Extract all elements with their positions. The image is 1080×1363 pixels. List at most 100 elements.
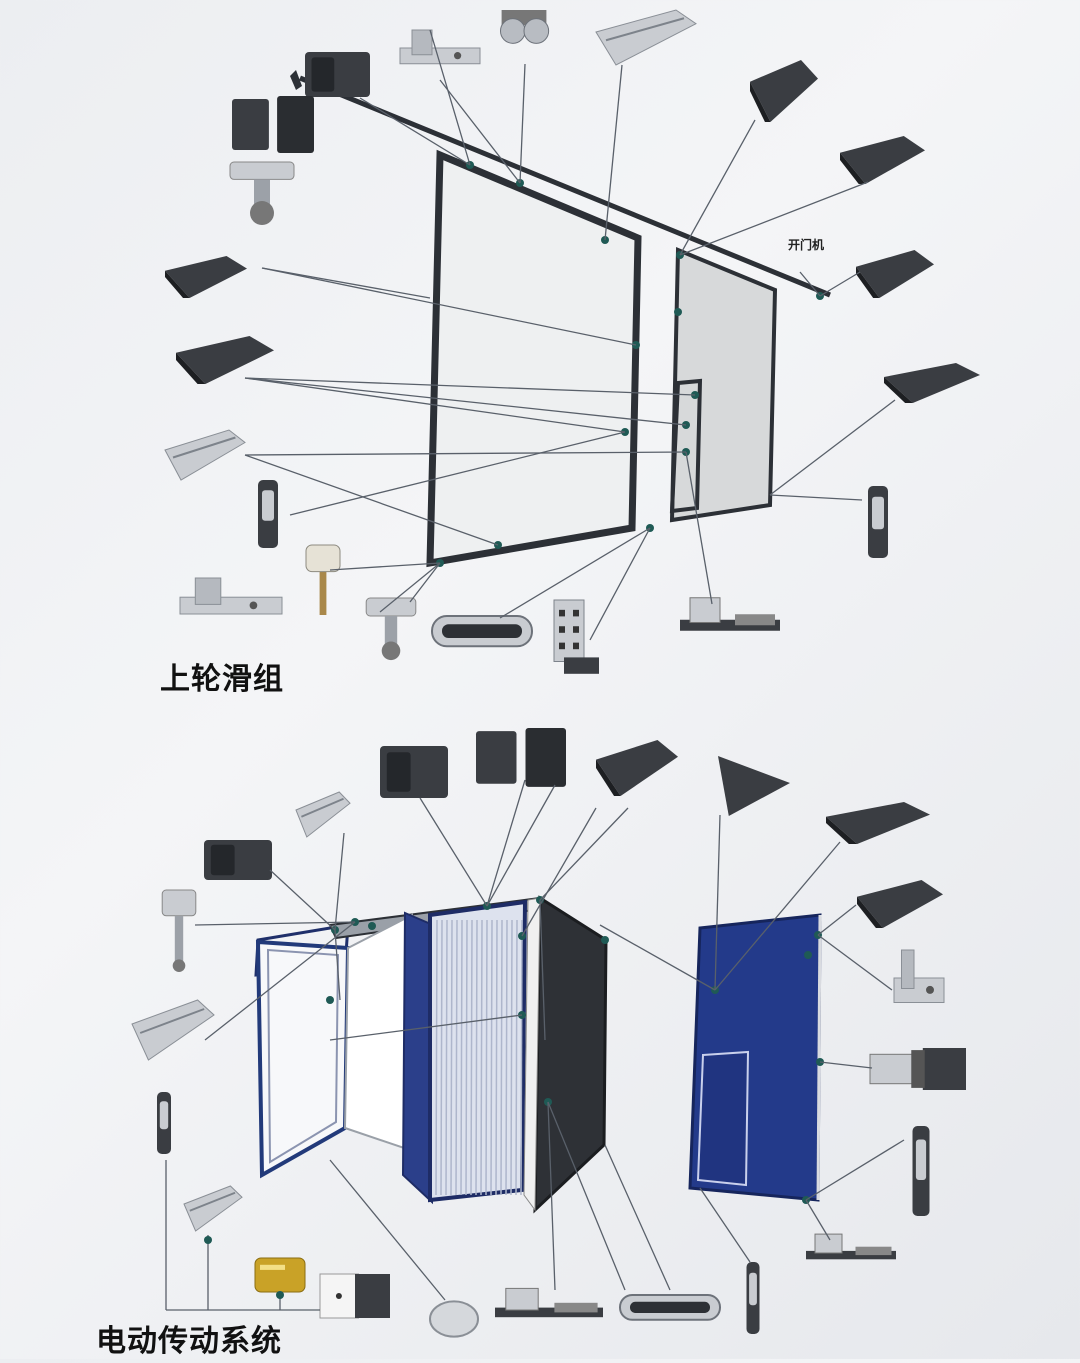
hinge-leaf-right	[922, 1048, 966, 1090]
top-assembly-caption: 上轮滑组	[160, 662, 284, 697]
connection-node	[674, 308, 682, 316]
pull-handle-part	[258, 480, 278, 548]
hanger-clamp-part	[229, 161, 295, 226]
brush-handle	[319, 569, 327, 615]
blue-door-window	[696, 1050, 750, 1187]
leader-line	[244, 451, 687, 456]
leader-line	[539, 899, 546, 1041]
pivot-fixture-part	[161, 889, 197, 972]
rail-groove	[172, 436, 236, 459]
bolt-plate	[814, 1233, 843, 1254]
rib-line	[460, 919, 463, 1196]
track-end-cap	[290, 70, 302, 90]
pill-strip	[442, 624, 522, 638]
control-switch-part	[319, 1273, 390, 1319]
handle-insert	[262, 490, 274, 521]
plate-hole	[559, 642, 565, 650]
leader-line	[359, 97, 471, 166]
side-panel-window	[669, 378, 703, 514]
leader-line	[547, 1101, 556, 1291]
rail-groove	[301, 797, 344, 818]
rib-line	[440, 919, 443, 1196]
handle-insert	[872, 496, 884, 530]
plate-hole	[573, 626, 579, 633]
panel-right	[525, 728, 566, 787]
rail-groove	[189, 1191, 236, 1212]
mounting-plate-part	[553, 599, 599, 674]
rail-body	[295, 791, 351, 838]
end-cover-pair-part	[232, 96, 314, 153]
bottom-guide-part	[431, 615, 533, 648]
overhead-track	[299, 75, 831, 298]
fixture-top	[229, 161, 295, 180]
channel-body	[165, 256, 247, 298]
leader-line	[244, 377, 696, 396]
bracket-hole	[926, 985, 934, 994]
frame-profile-part	[165, 256, 247, 298]
bolt-pin	[554, 1302, 598, 1313]
hinge-leaf-left	[869, 1053, 914, 1085]
roller-wheel-left	[499, 18, 526, 44]
bracket-arm	[901, 949, 915, 989]
latch-bolt-part	[680, 597, 780, 631]
hinge-knuckle	[911, 1050, 925, 1088]
leader-line	[589, 527, 651, 641]
controller-body	[254, 1257, 306, 1293]
leader-line	[499, 527, 651, 619]
connection-node	[368, 922, 376, 930]
rib-line	[480, 919, 483, 1196]
channel-body	[840, 136, 925, 184]
leader-line	[819, 1061, 873, 1069]
switch-body	[355, 1274, 390, 1318]
leader-line	[685, 451, 713, 605]
rail-groove	[139, 1008, 205, 1034]
drive-rod-part	[495, 1287, 603, 1318]
leader-line	[819, 271, 861, 297]
rib-line	[435, 919, 438, 1196]
rib-line	[485, 919, 488, 1196]
aluminium-track-part	[595, 9, 697, 66]
rib-line	[495, 919, 498, 1196]
channel-edge	[165, 270, 190, 298]
channel-edge	[176, 352, 206, 384]
connection-node	[804, 951, 812, 959]
bolt-pin	[735, 614, 775, 626]
leader-line	[486, 784, 556, 907]
rib-line	[455, 919, 458, 1196]
plate-hole	[559, 626, 565, 633]
rail-body	[131, 999, 215, 1061]
rail-body	[595, 9, 697, 66]
panel-left	[476, 731, 517, 784]
housing-part	[204, 840, 272, 880]
track-housing-part	[305, 52, 370, 97]
connection-node	[601, 936, 609, 944]
leader-line	[329, 562, 441, 571]
drive-carriage-part	[619, 1294, 721, 1321]
blue-door-edge	[816, 914, 822, 1201]
cover-strip-part	[826, 802, 930, 844]
leader-line	[439, 79, 521, 184]
leader-line	[604, 1144, 671, 1291]
rail-body	[164, 429, 246, 481]
handle-insert	[749, 1272, 757, 1306]
plate-hole	[559, 609, 565, 617]
bolt-bar	[680, 619, 780, 631]
leader-line	[817, 904, 857, 936]
fixture-top	[365, 597, 417, 617]
leader-line	[409, 562, 441, 603]
opener-cover-part	[856, 250, 934, 298]
connection-node	[204, 1236, 212, 1244]
brush-head	[305, 544, 341, 573]
hanger-bracket-part	[399, 29, 481, 65]
bracket-arm	[411, 29, 433, 56]
block-face	[210, 844, 235, 876]
leader-line	[714, 814, 721, 991]
leader-line	[261, 267, 431, 299]
leader-line	[817, 934, 893, 991]
leader-line	[244, 454, 499, 546]
channel-body	[176, 336, 274, 384]
side-cover-pair-part	[476, 728, 566, 787]
leader-line	[521, 807, 597, 937]
top-guide-part	[750, 60, 818, 122]
